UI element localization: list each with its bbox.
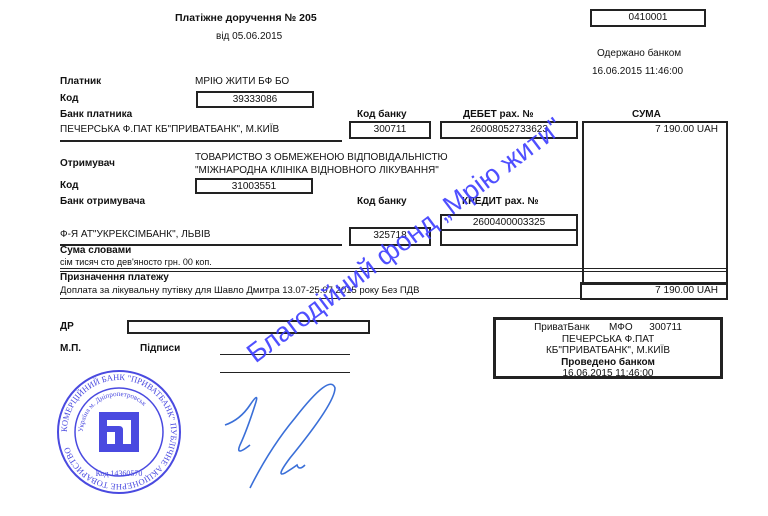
payer-bank-label: Банк платника (60, 109, 133, 120)
divider (60, 268, 728, 269)
purpose-label: Призначення платежу (60, 272, 169, 283)
stamp-branch-line: КБ"ПРИВАТБАНК", М.КИЇВ (545, 345, 671, 356)
payer-name: МРІЮ ЖИТИ БФ БО (195, 76, 290, 87)
payer-label: Платник (60, 76, 102, 87)
signature-line (220, 372, 350, 373)
bank-processed-stamp: ПриватБанк МФО 300711 ПЕЧЕРСЬКА Ф.ПАТ КБ… (493, 317, 723, 379)
dr-label: ДР (60, 321, 74, 332)
dr-box (127, 320, 370, 334)
payer-bank-underline (60, 140, 342, 142)
recipient-label: Отримувач (60, 158, 115, 169)
recipient-code-box: 31003551 (195, 178, 313, 194)
amount-box: 7 190.00 UAH (582, 121, 728, 285)
document-title: Платіжне доручення № 205 (175, 12, 317, 24)
stamp-branch-line: ПЕЧЕРСЬКА Ф.ПАТ (561, 333, 655, 345)
received-label: Одержано банком (597, 48, 682, 59)
purpose-amount-box: 7 190.00 UAH (580, 282, 728, 300)
amount-words-label: Сума словами (60, 245, 132, 256)
divider (60, 271, 728, 272)
recipient-bank-underline (60, 244, 342, 246)
bank-seal-icon: КОМЕРЦІЙНИЙ БАНК "ПРИВАТБАНК" ПУБЛІЧНЕ А… (57, 370, 181, 494)
recipient-bank-code-box: 325718 (349, 227, 431, 246)
recipient-name-line1: ТОВАРИСТВО З ОБМЕЖЕНОЮ ВІДПОВІДАЛЬНІСТЮ (195, 152, 448, 163)
signatures-label: Підписи (140, 343, 181, 354)
debit-account-label: ДЕБЕТ рах. № (463, 109, 534, 120)
payer-bank-code-box: 300711 (349, 121, 431, 139)
recipient-code-label: Код (60, 180, 79, 191)
recipient-bank-code-label: Код банку (357, 196, 407, 207)
recipient-name-line2: "МІЖНАРОДНА КЛІНІКА ВІДНОВНОГО ЛІКУВАННЯ… (195, 165, 439, 176)
recipient-bank-name: Ф-Я АТ"УКРЕКСІМБАНК", ЛЬВІВ (60, 229, 211, 240)
credit-account-label: КРЕДИТ рах. № (462, 196, 539, 207)
signature-icon (224, 383, 336, 489)
divider (60, 298, 580, 299)
debit-account-box: 26008052733623 (440, 121, 578, 139)
payer-bank-name: ПЕЧЕРСЬКА Ф.ПАТ КБ"ПРИВАТБАНК", М.КИЇВ (60, 124, 280, 135)
amount-words: сім тисяч сто дев'яносто грн. 00 коп. (60, 257, 212, 267)
payer-bank-code-label: Код банку (357, 109, 407, 120)
signature-line (220, 354, 350, 355)
document-date: від 05.06.2015 (216, 31, 283, 42)
received-datetime: 16.06.2015 11:46:00 (592, 66, 684, 77)
stamp-processed-label: Проведено банком (561, 356, 655, 368)
stamp-bank-line: ПриватБанк МФО 300711 (534, 322, 682, 333)
credit-account-extra-box (440, 229, 578, 246)
mp-label: М.П. (60, 343, 82, 354)
purpose-text: Доплата за лікувальну путівку для Шавло … (60, 285, 420, 296)
payer-code-box: 39333086 (196, 91, 314, 108)
seal-code: Код 14360570 (96, 469, 143, 478)
recipient-bank-label: Банк отримувача (60, 196, 146, 207)
payer-code-label: Код (60, 93, 79, 104)
form-code-box: 0410001 (590, 9, 706, 27)
stamp-datetime: 16.06.2015 11:46:00 (562, 368, 654, 379)
amount-label: СУМА (632, 109, 661, 120)
